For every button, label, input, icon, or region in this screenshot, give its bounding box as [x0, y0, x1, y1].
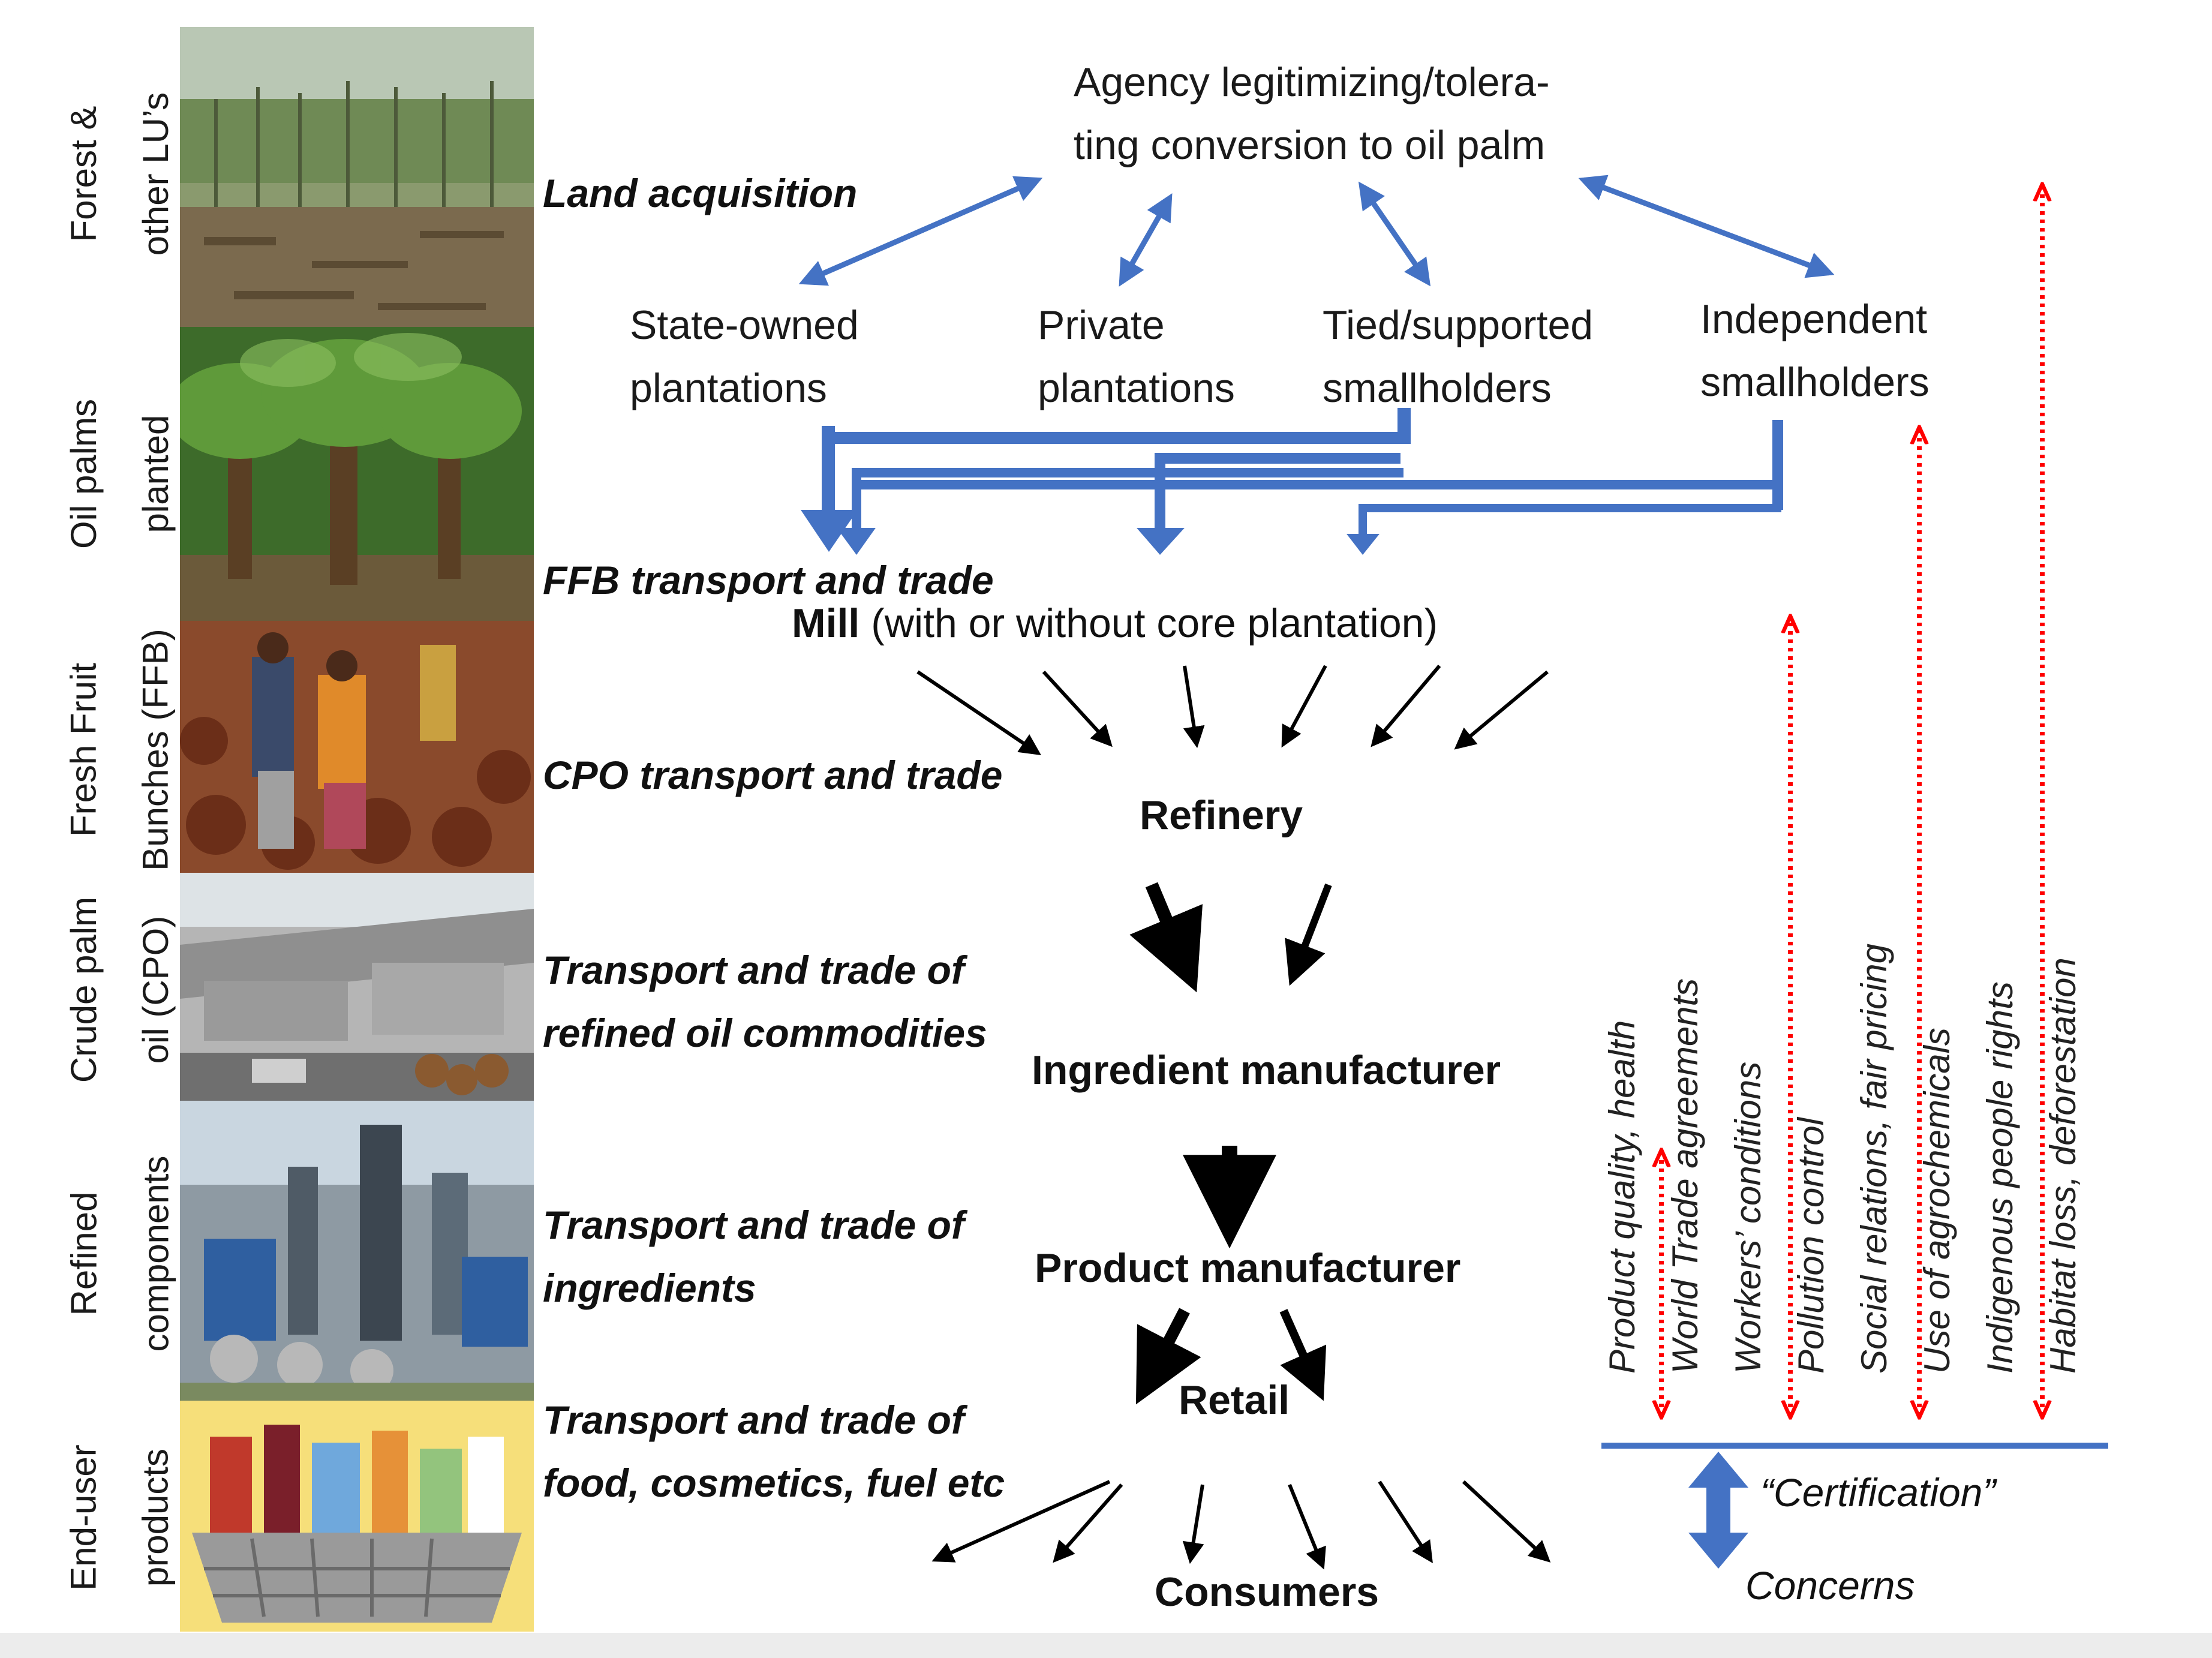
certification-label: “Certification”	[1760, 1470, 1996, 1515]
agency-line-1: Agency legitimizing/tolera-	[1074, 59, 1550, 105]
concern-world-trade: World Trade agreements	[1665, 978, 1705, 1374]
mill-node: Mill (with or without core plantation)	[792, 600, 1438, 647]
food-trade-line-2: food, cosmetics, fuel etc	[543, 1461, 1005, 1505]
refined-trade-line-1: Transport and trade of	[543, 948, 964, 992]
agency-state-arrow	[798, 176, 1043, 286]
food-trade-line-1: Transport and trade of	[543, 1398, 964, 1442]
concern-agrochemicals: Use of agrochemicals	[1917, 1028, 1957, 1374]
state-owned-line-2: plantations	[630, 365, 827, 411]
tied-line-1: Tied/supported	[1323, 302, 1594, 348]
independent-line-2: smallholders	[1700, 359, 1930, 405]
bottom-scroll-bar	[0, 1633, 2212, 1658]
concern-workers-conditions: Workers’ conditions	[1728, 1061, 1768, 1374]
ffb-trade-label: FFB transport and trade	[543, 558, 994, 602]
concern-pollution-control: Pollution control	[1791, 1118, 1831, 1374]
ingredient-manufacturer-node: Ingredient manufacturer	[1032, 1047, 1501, 1093]
refinery-node: Refinery	[1140, 792, 1303, 838]
fresh-fruit-bunch-harvest-photo	[180, 621, 534, 873]
agency-tied-arrow	[1358, 181, 1431, 287]
end-user-products-basket-photo	[180, 1401, 534, 1632]
agency-independent-arrow	[1578, 175, 1835, 278]
refinery-photo	[180, 1101, 534, 1401]
oil-palm-plantation-photo	[180, 327, 534, 621]
cpo-trade-label: CPO transport and trade	[543, 753, 1003, 797]
ingredients-trade-line-1: Transport and trade of	[543, 1203, 964, 1247]
independent-line-1: Independent	[1700, 296, 1928, 342]
ffb-flow-pipes	[801, 408, 1783, 555]
concern-product-quality: Product quality, health	[1602, 1020, 1642, 1374]
agency-line-2: ting conversion to oil palm	[1074, 122, 1546, 168]
consumers-node: Consumers	[1155, 1569, 1380, 1615]
private-line-1: Private	[1038, 302, 1165, 348]
palm-oil-mill-photo	[180, 873, 534, 1101]
private-line-2: plantations	[1038, 365, 1235, 411]
concern-habitat-loss: Habitat loss, deforestation	[2043, 957, 2083, 1374]
refined-trade-line-2: refined oil commodities	[543, 1011, 987, 1055]
certification-double-arrow	[1688, 1452, 1748, 1569]
product-manufacturer-node: Product manufacturer	[1035, 1245, 1461, 1291]
concern-social-relations: Social relations, fair pricing	[1854, 944, 1894, 1374]
mill-bold-label: Mill	[792, 600, 860, 646]
concern-indigenous-rights: Indigenous people rights	[1980, 981, 2020, 1374]
land-acquisition-label: Land acquisition	[543, 171, 858, 215]
forest-clearing-photo	[180, 27, 534, 327]
mill-description: (with or without core plantation)	[859, 600, 1438, 646]
agency-private-arrow	[1119, 193, 1173, 287]
tied-line-2: smallholders	[1323, 365, 1552, 411]
ingredients-trade-line-2: ingredients	[543, 1266, 756, 1310]
state-owned-line-1: State-owned	[630, 302, 859, 348]
retail-node: Retail	[1179, 1377, 1290, 1423]
concerns-label: Concerns	[1745, 1563, 1915, 1608]
